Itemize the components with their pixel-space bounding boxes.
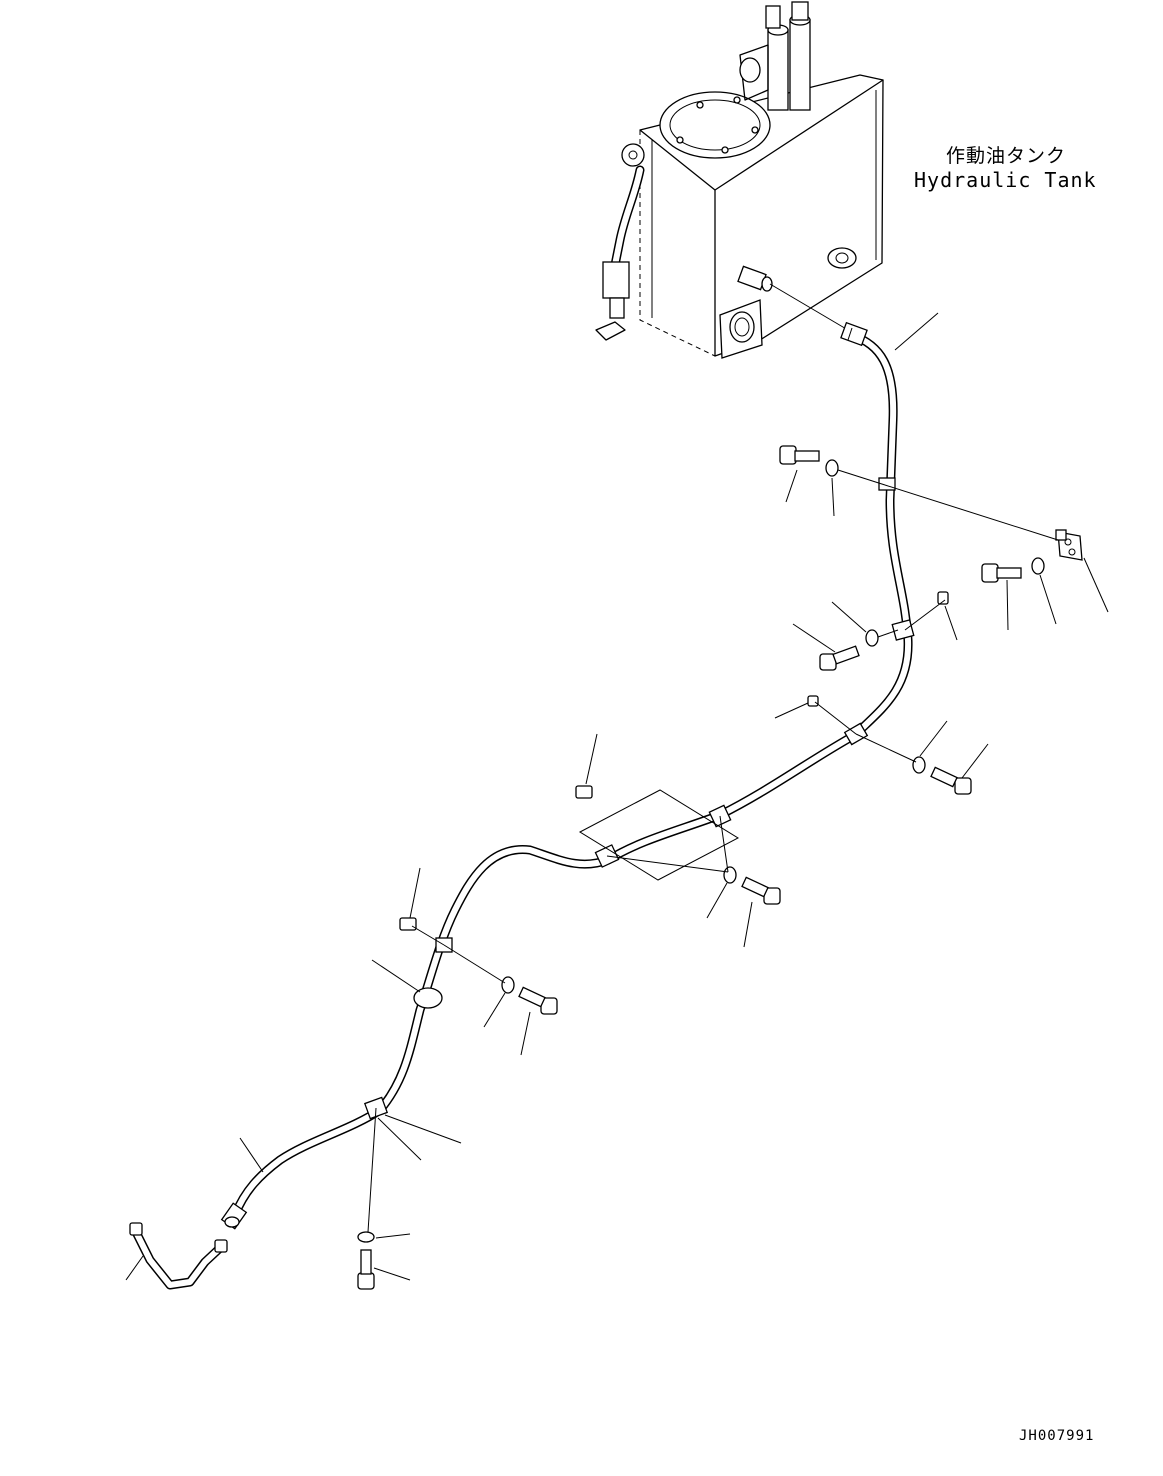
bolt-icon (357, 445, 1022, 1290)
callout-leaders (125, 312, 1109, 1281)
hydraulic-tank-label-jp: 作動油タンク (946, 145, 1067, 167)
tube-icon (129, 1222, 228, 1290)
clamp-icon (363, 477, 915, 1120)
spacer-icon (399, 591, 949, 1009)
washer-icon (357, 459, 1045, 1243)
hydraulic-tank-icon (595, 1, 884, 359)
bracket-icon (1055, 529, 1083, 561)
drawing-id: JH007991 (1019, 1428, 1095, 1444)
hydraulic-tank-label-en: Hydraulic Tank (914, 168, 1097, 192)
